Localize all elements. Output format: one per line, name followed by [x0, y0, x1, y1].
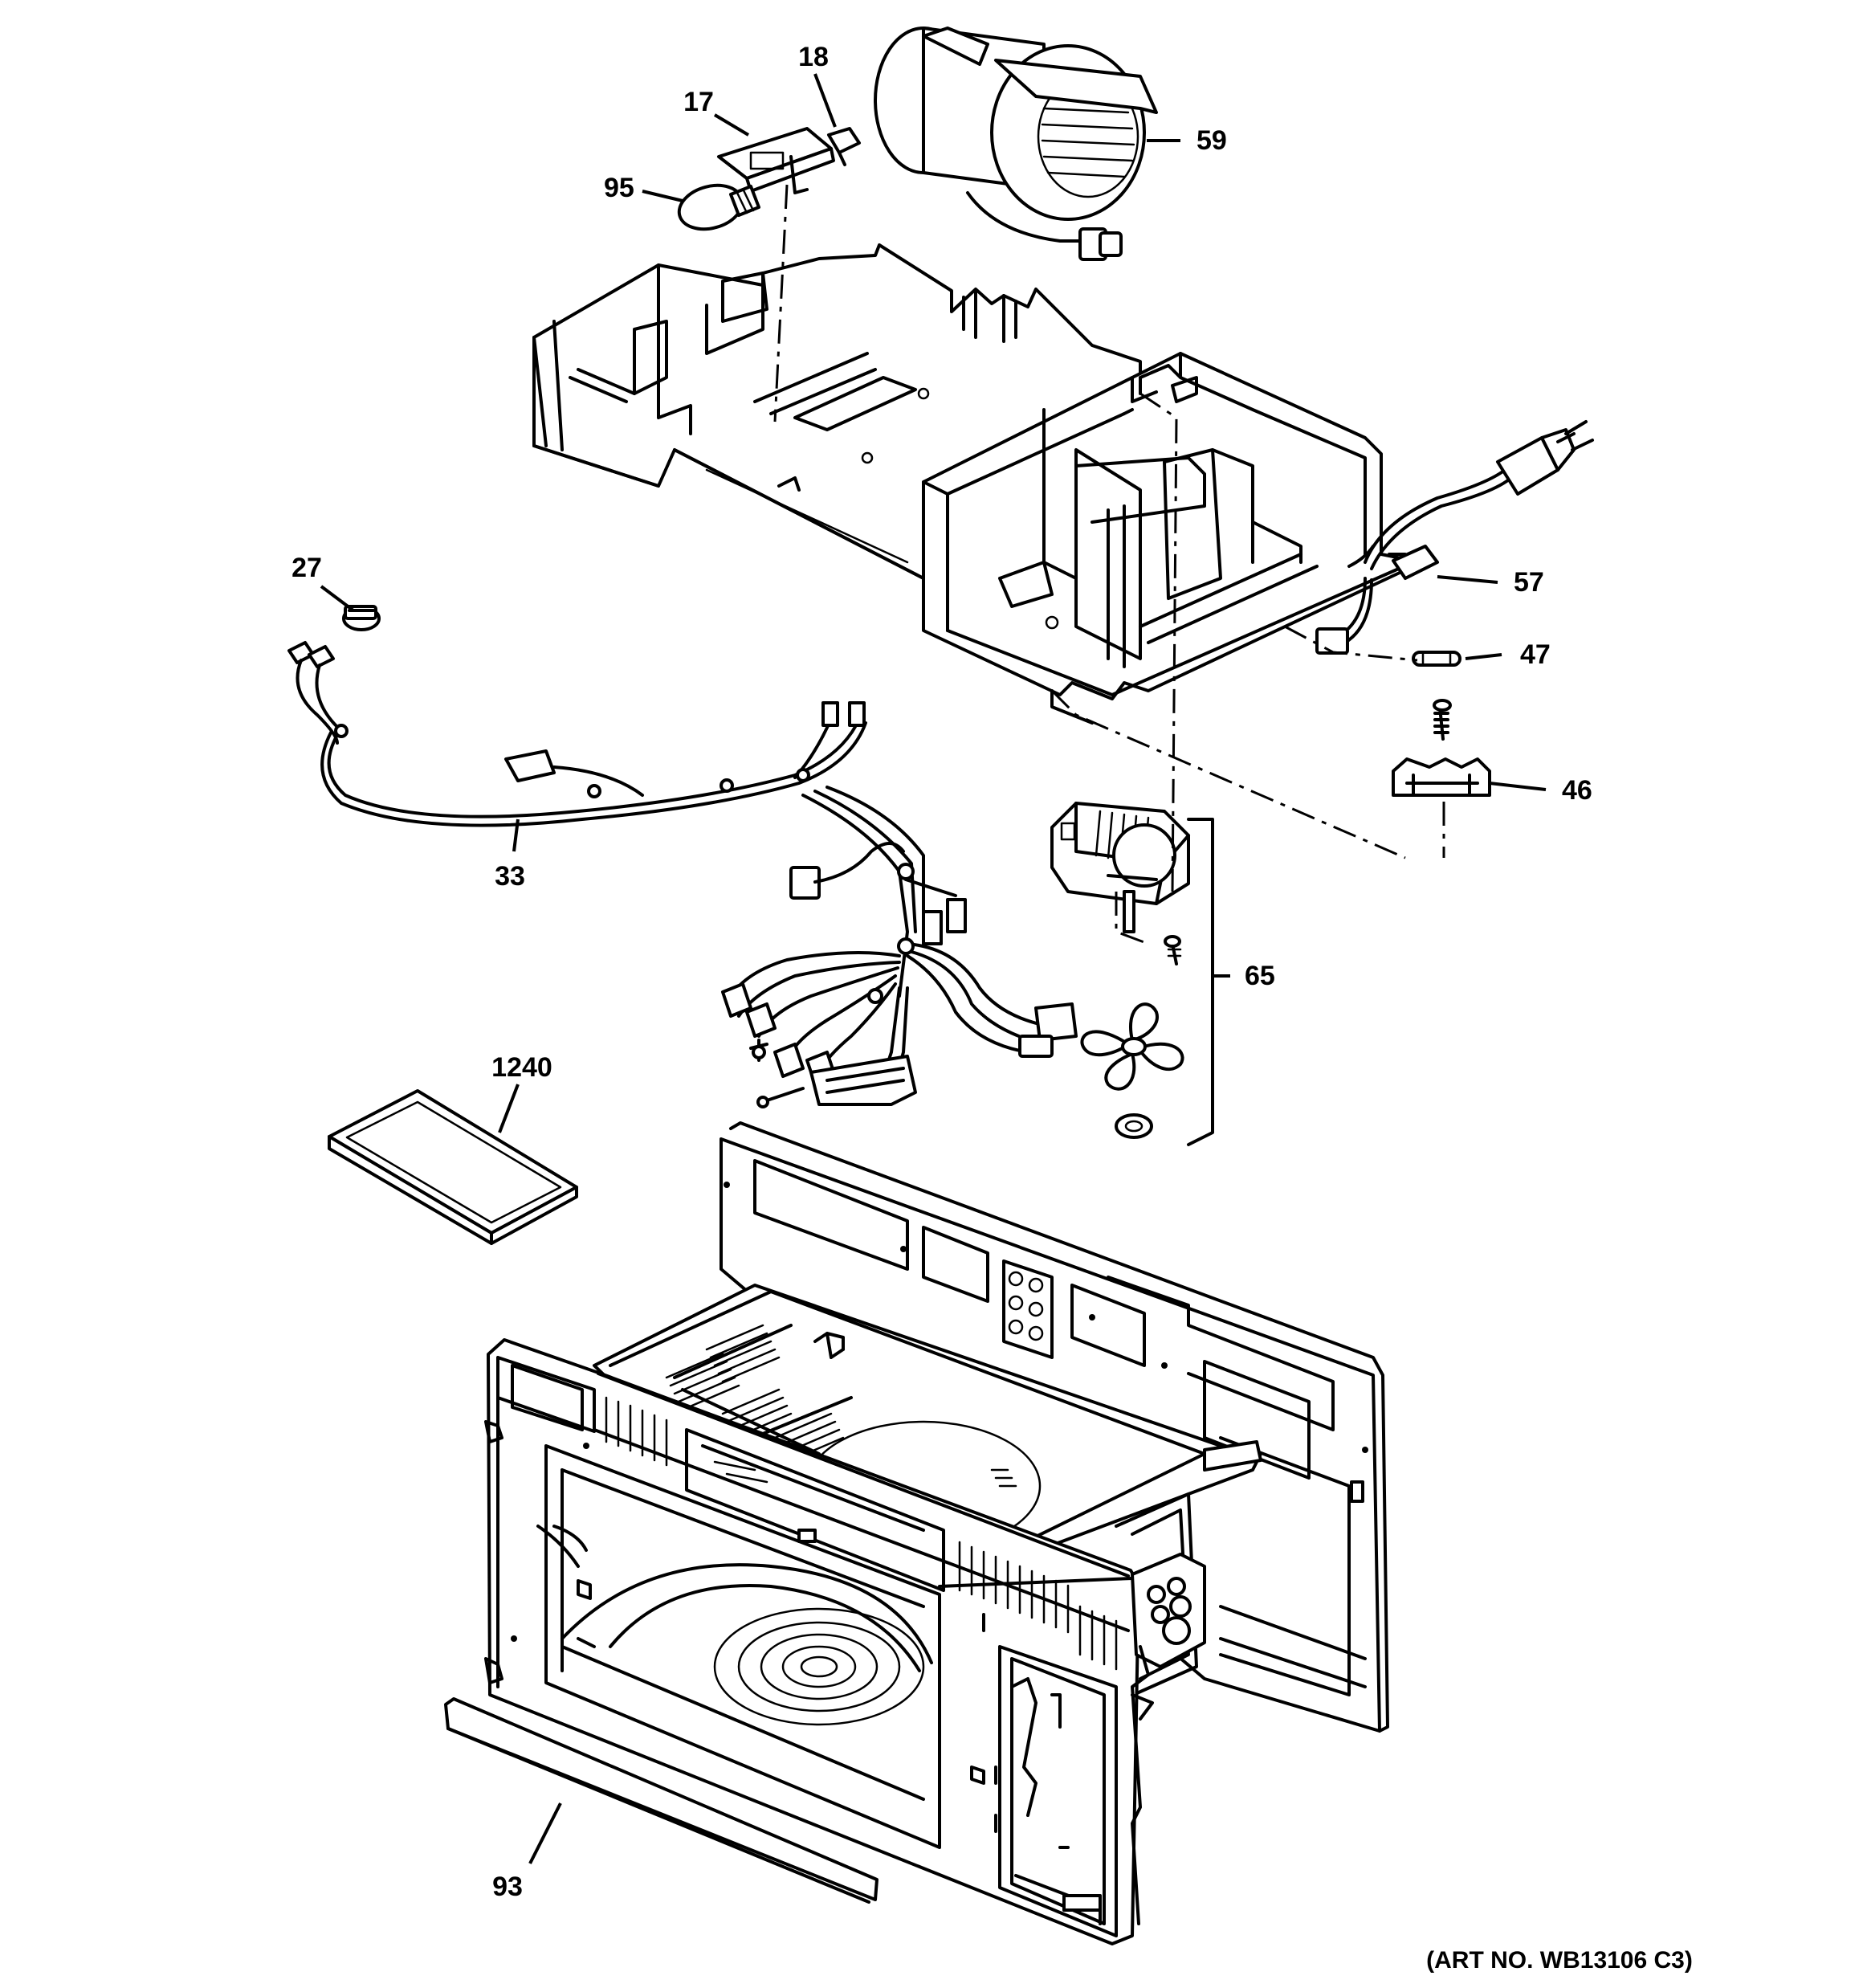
fan-shroud-housing — [922, 352, 1415, 725]
callout-47: 47 — [1520, 639, 1551, 670]
callout-1240: 1240 — [491, 1052, 552, 1083]
callout-57: 57 — [1514, 567, 1544, 598]
callout-33: 33 — [495, 861, 525, 892]
part-46-fuse-holder — [1392, 699, 1491, 797]
part-95-light-bulb — [677, 183, 760, 231]
callout-leaders — [320, 73, 1547, 1864]
callout-labels: 17 18 59 95 27 57 47 46 33 65 1240 93 (A… — [291, 42, 1693, 1974]
callout-95: 95 — [604, 173, 634, 203]
part-93-trim-strip — [444, 1697, 879, 1904]
assembly-dashed-lines — [773, 184, 1445, 945]
part-33-wire-harness — [287, 641, 867, 827]
part-27-thermostat — [342, 605, 381, 631]
part-1240-charcoal-filter — [328, 1089, 578, 1245]
callout-27: 27 — [291, 553, 322, 583]
part-17-lamp-socket-bracket — [717, 127, 835, 194]
art-number: (ART NO. WB13106 C3) — [1426, 1947, 1693, 1974]
callout-59: 59 — [1196, 125, 1227, 156]
part-57-power-cord — [1315, 420, 1594, 655]
part-47-fuse — [1412, 651, 1461, 667]
part-65-fan-motor-assembly — [1050, 802, 1214, 1146]
microwave-cavity-enclosure — [484, 1121, 1389, 1945]
main-wire-harness — [721, 786, 1078, 1108]
callout-65: 65 — [1245, 961, 1275, 991]
part-18-clip — [827, 127, 861, 166]
callout-18: 18 — [798, 42, 829, 72]
callout-93: 93 — [492, 1872, 523, 1902]
part-59-blower-motor — [874, 27, 1158, 261]
callout-46: 46 — [1562, 775, 1592, 806]
callout-17: 17 — [683, 87, 714, 117]
